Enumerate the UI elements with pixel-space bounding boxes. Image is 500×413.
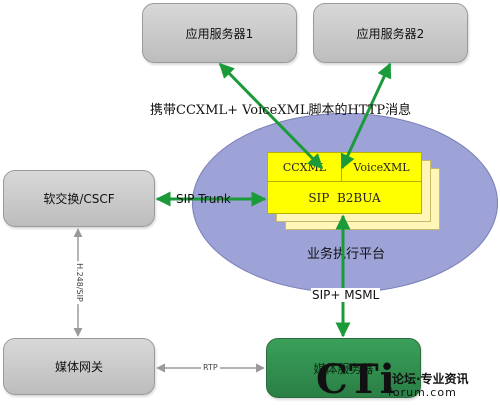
rtp-label: RTP xyxy=(201,363,220,372)
app-server-1-label: 应用服务器1 xyxy=(185,26,254,41)
cti-watermark-logo: CTi xyxy=(316,356,396,403)
b2bua-cell: SIP B2BUA xyxy=(268,182,421,213)
http-message-label: 携带CCXML+ VoiceXML脚本的HTTP消息 xyxy=(150,103,412,118)
media-gateway-box: 媒体网关 xyxy=(3,338,155,395)
watermark-domain: forum.com xyxy=(388,386,457,399)
app-server-1-box: 应用服务器1 xyxy=(142,3,297,63)
softswitch-box: 软交换/CSCF xyxy=(3,170,155,227)
http-link-app-server-1 xyxy=(218,62,324,170)
softswitch-label: 软交换/CSCF xyxy=(43,192,115,206)
media-server-label: 媒体服务器 xyxy=(313,361,374,376)
media-gateway-label: 媒体网关 xyxy=(54,360,103,374)
app-server-2-label: 应用服务器2 xyxy=(356,26,425,41)
sip-trunk-label: SIP Trunk xyxy=(176,192,231,206)
watermark-tagline: 论坛·专业资讯 xyxy=(392,372,469,386)
app-server-2-box: 应用服务器2 xyxy=(313,3,468,63)
b2bua-label: SIP B2BUA xyxy=(308,190,381,205)
h248-sip-label: H.248/SIP xyxy=(74,261,84,304)
sip-msml-label: SIP+ MSML xyxy=(311,288,381,302)
http-link-app-server-2 xyxy=(340,62,392,170)
media-server-box: 媒体服务器 xyxy=(266,338,421,398)
